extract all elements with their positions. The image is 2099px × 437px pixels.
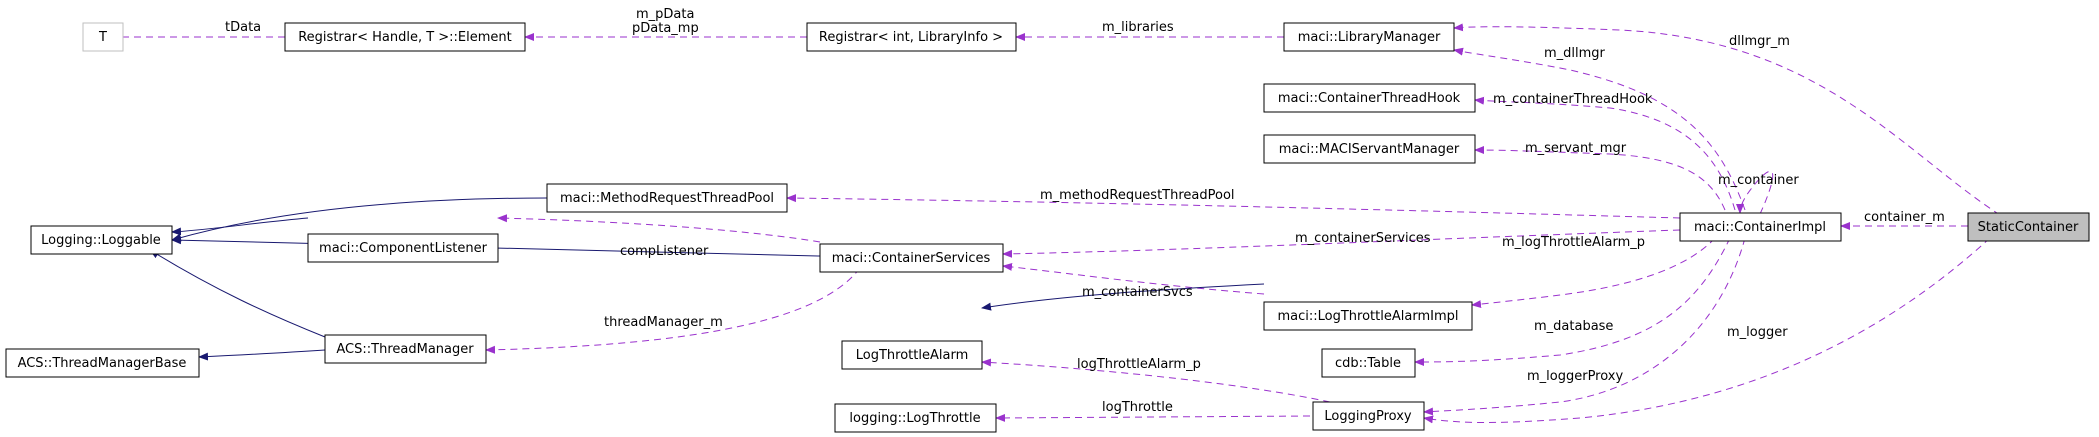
node-logging-log-throttle[interactable]: logging::LogThrottle	[834, 403, 997, 433]
edge-label-log-throttle-alarm-p: logThrottleAlarm_p	[1077, 357, 1201, 372]
edge-label-tdata: tData	[225, 20, 261, 35]
edge-thread-manager-m	[485, 267, 861, 354]
edge-m-container-services	[1002, 229, 1681, 258]
node-log-throttle-alarm-impl[interactable]: maci::LogThrottleAlarmImpl	[1263, 301, 1473, 331]
edge-labels: tData m_pData pData_mp m_libraries dllmg…	[225, 7, 1945, 415]
edge-label-m-container: m_container	[1718, 173, 1799, 188]
node-method-request-thread-pool[interactable]: maci::MethodRequestThreadPool	[546, 183, 788, 213]
edge-label-m-dllmgr: m_dllmgr	[1544, 46, 1606, 61]
edge-label-dllmgr-m: dllmgr_m	[1729, 34, 1790, 49]
edge-m-dllmgr	[1453, 47, 1746, 211]
svg-text:LoggingProxy: LoggingProxy	[1324, 409, 1411, 424]
edge-m-database	[1414, 237, 1731, 366]
node-container-impl[interactable]: maci::ContainerImpl	[1679, 212, 1842, 242]
node-library-manager[interactable]: maci::LibraryManager	[1283, 22, 1455, 52]
nodes: T Registrar< Handle, T >::Element Regist…	[5, 22, 2090, 433]
edge-m-logger-proxy	[1423, 237, 1746, 416]
svg-text:maci::MethodRequestThreadPool: maci::MethodRequestThreadPool	[560, 191, 774, 206]
edge-m-servant-mgr	[1474, 146, 1726, 211]
edge-label-m-libraries: m_libraries	[1102, 20, 1174, 35]
edge-inherit-component-listener	[171, 217, 309, 236]
edge-inherit-thread-manager-base	[198, 349, 326, 361]
edge-inherit-log-throttle-alarm	[981, 283, 1265, 311]
edge-label-m-logger: m_logger	[1727, 325, 1788, 340]
node-maci-servant-manager[interactable]: maci::MACIServantManager	[1263, 134, 1476, 164]
edge-label-m-log-throttle-alarm-p: m_logThrottleAlarm_p	[1502, 235, 1645, 250]
svg-text:T: T	[98, 30, 107, 45]
edge-inherit-method-request-thread-pool	[171, 197, 548, 242]
edge-label-m-pdata: m_pData	[636, 7, 694, 22]
edge-label-pdata-mp: pData_mp	[632, 21, 699, 36]
svg-text:maci::ContainerThreadHook: maci::ContainerThreadHook	[1278, 91, 1461, 106]
svg-text:ACS::ThreadManagerBase: ACS::ThreadManagerBase	[18, 356, 187, 371]
svg-text:StaticContainer: StaticContainer	[1978, 220, 2079, 235]
edge-m-method-request-thread-pool	[786, 194, 1681, 219]
edge-m-container	[1736, 171, 1774, 215]
edge-dllmgr-m	[1453, 23, 2001, 216]
edge-m-logger	[1423, 237, 1991, 424]
edge-label-container-m: container_m	[1864, 210, 1945, 225]
node-container-thread-hook[interactable]: maci::ContainerThreadHook	[1263, 83, 1476, 113]
node-logging-loggable[interactable]: Logging::Loggable	[30, 225, 173, 255]
svg-text:maci::MACIServantManager: maci::MACIServantManager	[1279, 142, 1460, 157]
edge-label-m-method-request-thread-pool: m_methodRequestThreadPool	[1040, 188, 1235, 203]
svg-text:maci::ContainerServices: maci::ContainerServices	[832, 251, 991, 266]
svg-text:LogThrottleAlarm: LogThrottleAlarm	[856, 348, 968, 363]
svg-text:maci::ContainerImpl: maci::ContainerImpl	[1694, 220, 1826, 235]
edge-label-m-container-svcs: m_containerSvcs	[1082, 285, 1193, 300]
svg-text:Registrar< int, LibraryInfo >: Registrar< int, LibraryInfo >	[819, 30, 1003, 45]
edge-label-m-database: m_database	[1534, 319, 1613, 334]
edge-inherit-thread-manager	[149, 249, 326, 338]
svg-text:maci::LibraryManager: maci::LibraryManager	[1298, 30, 1441, 45]
edge-label-m-container-thread-hook: m_containerThreadHook	[1493, 92, 1653, 107]
node-t[interactable]: T	[82, 22, 124, 52]
edge-m-container-svcs	[1002, 262, 1265, 295]
svg-text:cdb::Table: cdb::Table	[1335, 356, 1401, 371]
svg-text:Logging::Loggable: Logging::Loggable	[41, 233, 161, 248]
edge-label-log-throttle: logThrottle	[1102, 400, 1173, 415]
node-component-listener[interactable]: maci::ComponentListener	[307, 233, 499, 263]
node-log-throttle-alarm[interactable]: LogThrottleAlarm	[841, 340, 983, 370]
svg-text:Registrar< Handle, T >::Elemen: Registrar< Handle, T >::Element	[298, 30, 512, 45]
edge-label-thread-manager-m: threadManager_m	[604, 315, 723, 330]
edge-label-comp-listener: compListener	[620, 244, 709, 259]
edge-log-throttle	[995, 413, 1311, 422]
edge-m-container-thread-hook	[1474, 96, 1736, 211]
node-logging-proxy[interactable]: LoggingProxy	[1312, 401, 1425, 431]
edge-label-m-container-services: m_containerServices	[1295, 231, 1431, 246]
edges	[94, 23, 2001, 424]
node-container-services[interactable]: maci::ContainerServices	[819, 243, 1004, 273]
node-registrar-libinfo[interactable]: Registrar< int, LibraryInfo >	[806, 22, 1017, 52]
node-acs-thread-manager-base[interactable]: ACS::ThreadManagerBase	[5, 348, 200, 378]
node-static-container[interactable]: StaticContainer	[1967, 212, 2090, 242]
node-acs-thread-manager[interactable]: ACS::ThreadManager	[324, 334, 487, 364]
svg-text:ACS::ThreadManager: ACS::ThreadManager	[336, 342, 474, 357]
edge-label-m-logger-proxy: m_loggerProxy	[1527, 369, 1623, 384]
svg-text:maci::LogThrottleAlarmImpl: maci::LogThrottleAlarmImpl	[1278, 309, 1459, 324]
edge-label-m-servant-mgr: m_servant_mgr	[1525, 141, 1627, 156]
svg-text:logging::LogThrottle: logging::LogThrottle	[849, 411, 980, 426]
svg-text:maci::ComponentListener: maci::ComponentListener	[319, 241, 488, 256]
node-registrar-element[interactable]: Registrar< Handle, T >::Element	[284, 22, 526, 52]
node-cdb-table[interactable]: cdb::Table	[1321, 348, 1416, 378]
edge-comp-listener	[497, 214, 821, 243]
